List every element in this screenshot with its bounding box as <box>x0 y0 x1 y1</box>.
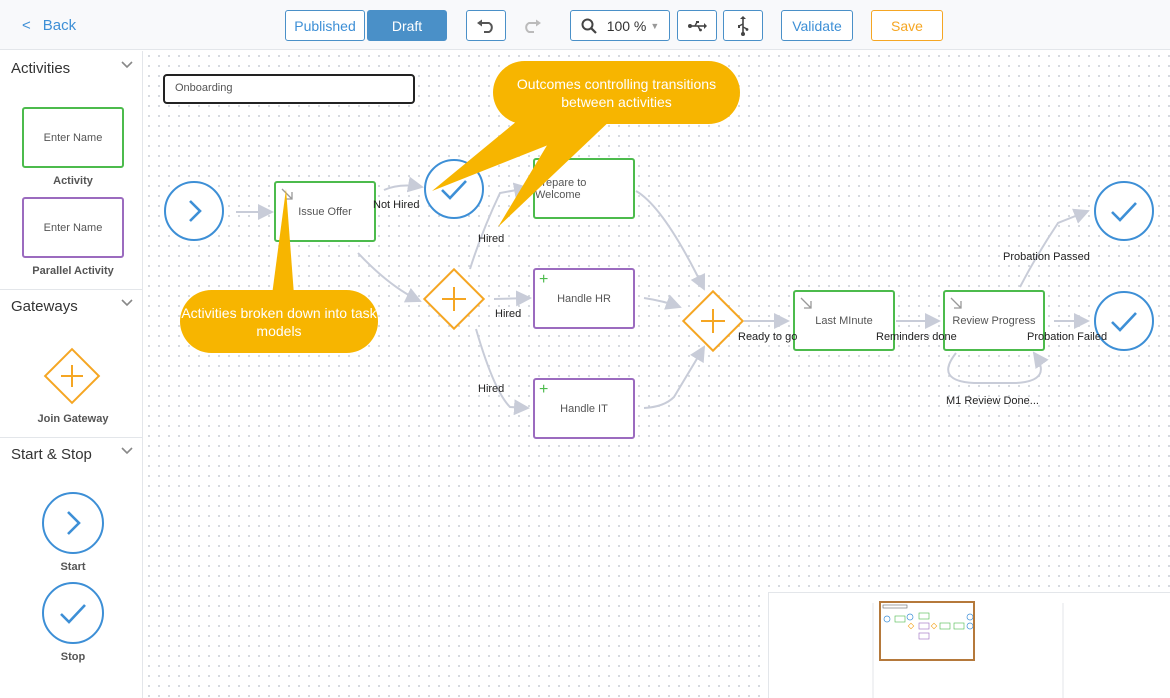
edge-label-hired: Hired <box>478 383 505 395</box>
edge-gateway-it <box>475 328 530 416</box>
gateways-section-title: Gateways <box>11 298 78 315</box>
undo-button[interactable] <box>466 10 506 41</box>
redo-icon <box>525 19 541 33</box>
validate-button[interactable]: Validate <box>781 10 853 41</box>
edge-label-probation-passed: Probation Passed <box>1003 251 1090 263</box>
edge-label-probation-failed: Probation Failed <box>1027 331 1108 343</box>
start-event[interactable] <box>164 181 224 241</box>
activities-section-title: Activities <box>11 60 71 77</box>
palette-activity-label: Activity <box>53 175 93 187</box>
chevron-down-icon <box>121 299 133 307</box>
node-label: Last MInute <box>815 314 873 327</box>
node-label: Issue Offer <box>298 205 352 218</box>
back-link[interactable]: < Back <box>22 17 76 34</box>
node-prepare-to-welcome[interactable]: Prepare to Welcome <box>533 158 635 219</box>
edge-label-m1-review-done: M1 Review Done... <box>946 395 1039 407</box>
chevron-down-icon <box>121 447 133 455</box>
task-arrow-icon <box>281 188 293 200</box>
edge-label-reminders-done: Reminders done <box>876 331 957 343</box>
edge-label-not-hired: Not Hired <box>373 199 420 211</box>
edge-issue-nothired <box>383 176 424 193</box>
callout-activities: Activities broken down into task models <box>180 290 378 353</box>
palette-stop-event[interactable] <box>41 581 105 645</box>
node-last-minute[interactable]: Last MInute <box>793 290 895 351</box>
end-event-probation-passed[interactable] <box>1094 181 1154 241</box>
minimap[interactable] <box>768 592 1170 698</box>
palette-sidebar: Activities Enter Name Activity Enter Nam… <box>0 51 143 698</box>
palette-parallel-activity[interactable]: Enter Name <box>22 197 124 258</box>
palette-join-gateway-label: Join Gateway <box>37 413 109 425</box>
save-button[interactable]: Save <box>871 10 943 41</box>
minimap-viewport[interactable] <box>879 601 975 661</box>
caret-down-icon: ▼ <box>650 21 660 31</box>
end-event-not-hired[interactable] <box>424 159 484 219</box>
node-handle-it[interactable]: + Handle IT <box>533 378 635 439</box>
edge-hr-join <box>643 294 682 310</box>
task-arrow-icon <box>800 297 812 309</box>
node-label: Handle IT <box>560 402 608 415</box>
edge-label-hired: Hired <box>495 308 522 320</box>
callout-outcomes: Outcomes controlling transitions between… <box>493 61 740 124</box>
edge-review-passed <box>1019 208 1090 288</box>
node-label: Prepare to Welcome <box>535 176 587 201</box>
horizontal-layout-button[interactable] <box>677 10 717 41</box>
edge-label-hired: Hired <box>478 233 505 245</box>
edge-review-loop <box>947 351 1049 384</box>
palette-start-event[interactable] <box>41 491 105 555</box>
palette-join-gateway[interactable] <box>40 344 104 408</box>
section-divider <box>0 289 143 290</box>
join-gateway[interactable] <box>681 289 745 353</box>
section-divider <box>0 437 143 438</box>
published-tab[interactable]: Published <box>285 10 365 41</box>
workflow-name-input[interactable]: Onboarding <box>163 74 415 104</box>
plus-icon: + <box>539 271 549 288</box>
activities-section-header[interactable]: Activities <box>0 53 143 83</box>
vertical-layout-button[interactable] <box>723 10 763 41</box>
node-label: Handle HR <box>557 292 611 305</box>
zoom-control[interactable]: 100 % ▼ <box>570 10 670 41</box>
split-gateway[interactable] <box>422 267 486 331</box>
edge-label-ready-to-go: Ready to go <box>738 331 798 343</box>
node-issue-offer[interactable]: Issue Offer <box>274 181 376 242</box>
palette-stop-label: Stop <box>60 651 86 663</box>
plus-icon: + <box>539 381 549 398</box>
palette-start-label: Start <box>60 561 86 573</box>
edge-gateway-hr <box>493 290 532 307</box>
palette-activity[interactable]: Enter Name <box>22 107 124 168</box>
palette-parallel-activity-label: Parallel Activity <box>32 265 114 277</box>
edge-it-join <box>643 345 706 409</box>
start-stop-section-header[interactable]: Start & Stop <box>0 439 143 469</box>
task-arrow-icon <box>950 297 962 309</box>
undo-icon <box>477 19 493 33</box>
edge-prepare-join <box>635 190 706 291</box>
zoom-value: 100 % <box>606 17 647 34</box>
end-event-probation-failed[interactable] <box>1094 291 1154 351</box>
edge-issue-gateway <box>357 252 422 303</box>
vertical-layout-icon <box>738 15 749 36</box>
chevron-down-icon <box>121 61 133 69</box>
chevron-left-icon: < <box>22 17 31 34</box>
gateways-section-header[interactable]: Gateways <box>0 291 143 321</box>
start-stop-section-title: Start & Stop <box>11 446 92 463</box>
back-label: Back <box>42 17 77 34</box>
node-review-progress[interactable]: Review Progress <box>943 290 1045 351</box>
node-label: Review Progress <box>952 314 1036 327</box>
draft-tab[interactable]: Draft <box>367 10 447 41</box>
horizontal-layout-icon <box>688 20 707 31</box>
workflow-canvas[interactable]: Onboarding <box>144 51 1170 698</box>
node-handle-hr[interactable]: + Handle HR <box>533 268 635 329</box>
toolbar: < Back Published Draft 100 % ▼ <box>0 0 1170 50</box>
magnifier-icon <box>581 18 597 34</box>
redo-button[interactable] <box>512 10 552 41</box>
minimap-preview <box>872 603 1064 698</box>
